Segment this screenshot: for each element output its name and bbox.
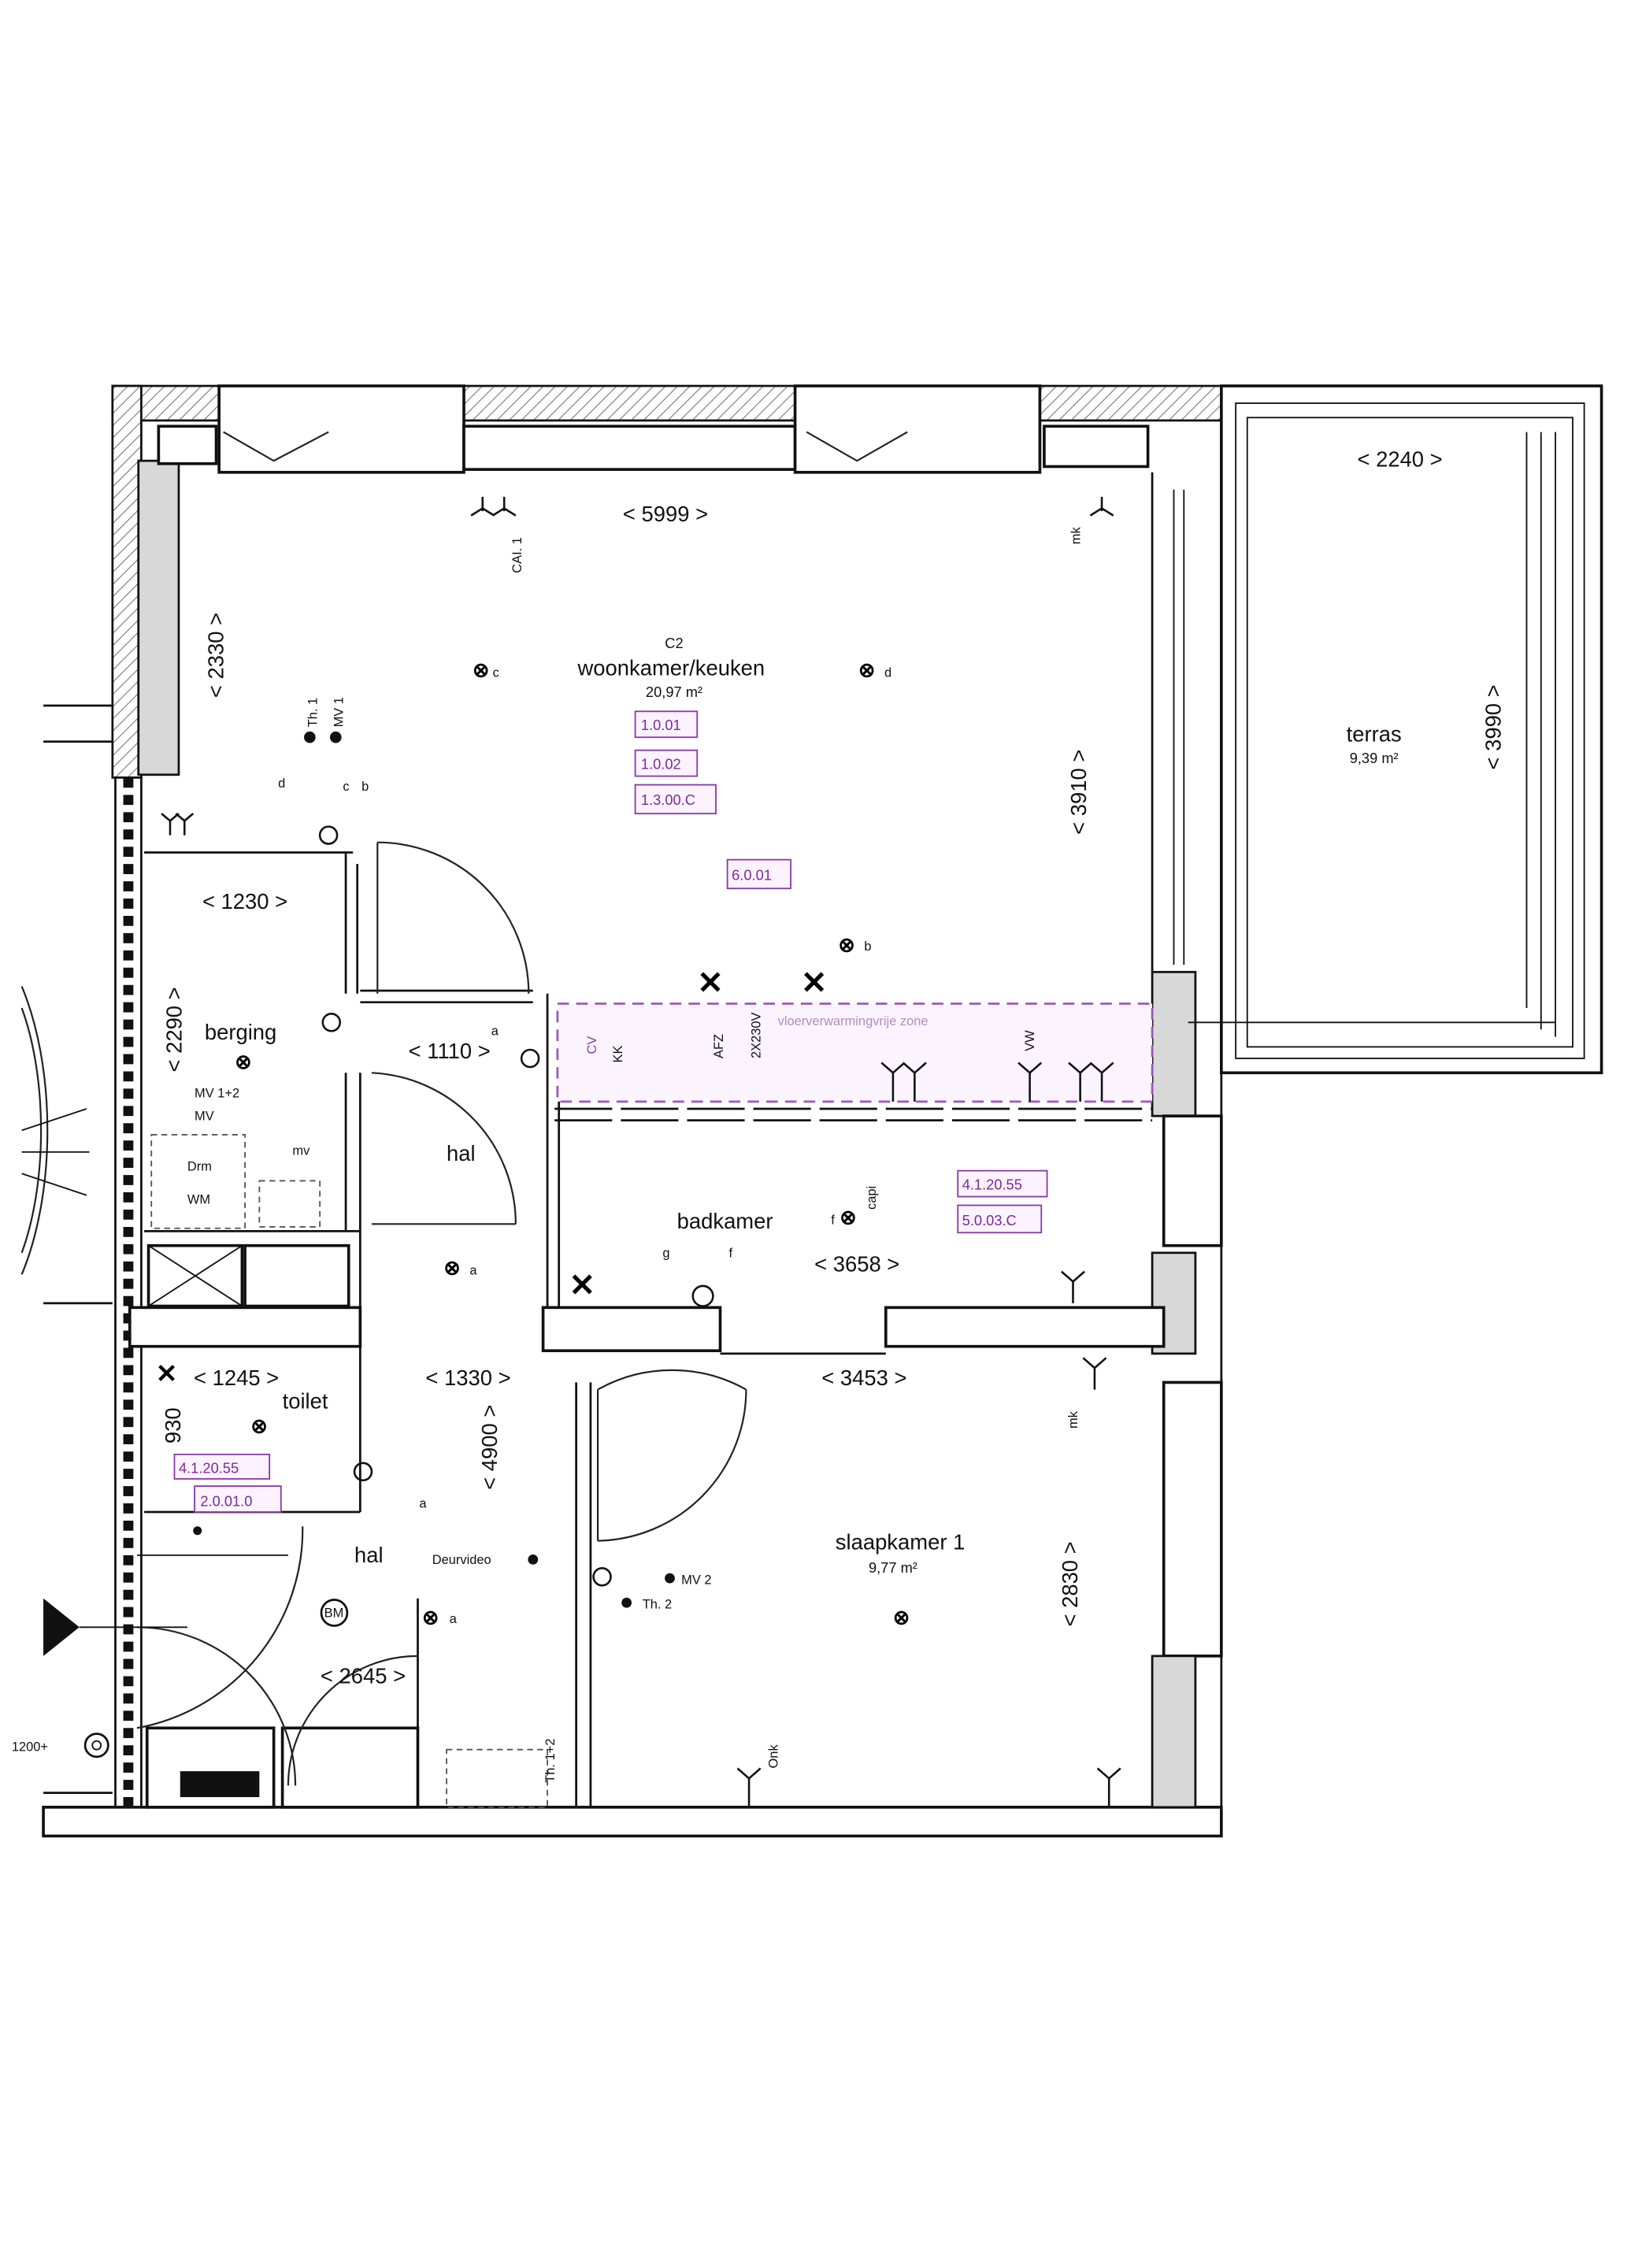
ceiling-light-icon: ⊗ (250, 1415, 267, 1437)
room-area-slaapkamer: 9,77 m² (869, 1559, 917, 1576)
zone-label: vloerverwarmingvrije zone (778, 1014, 928, 1028)
meter-icon (83, 1732, 109, 1758)
dimension: < 2330 > (204, 613, 228, 698)
room-name-berging: berging (205, 1020, 276, 1044)
exterior-walls (42, 384, 1223, 1838)
room-area-woonkamer: 20,97 m² (646, 684, 702, 700)
code-label: 1.0.02 (641, 755, 681, 772)
room-name-badkamer: badkamer (677, 1209, 773, 1233)
doors (20, 431, 908, 1786)
wall-outlet-icons (161, 496, 1121, 1807)
dimension: < 3453 > (821, 1366, 906, 1390)
room-area-terras: 9,39 m² (1350, 750, 1399, 766)
annotation: VW (1023, 1030, 1037, 1051)
dimension: < 3910 > (1066, 750, 1091, 835)
bm-smoke-detector-icon (320, 1599, 349, 1627)
dimension: 930 (161, 1407, 185, 1443)
ceiling-light-icon: ⊗ (893, 1607, 910, 1629)
dimension: < 1245 > (194, 1366, 279, 1390)
annotation: a (469, 1263, 477, 1277)
room-name-hal: hal (354, 1543, 384, 1567)
ceiling-light-icons: ⊗ ⊗ ⊗ ⊗ ⊗ ⊗ ⊗ ⊗ ⊗ ✕ ✕ ✕ ✕ (156, 659, 910, 1629)
annotation: c (493, 665, 499, 680)
ceiling-light-icon: ⊗ (840, 1206, 856, 1228)
dimension: < 3658 > (814, 1252, 899, 1277)
code-label: 1.0.01 (641, 717, 681, 733)
annotation: Th. 1+2 (543, 1739, 558, 1783)
dimension: < 2290 > (162, 987, 187, 1072)
dimension: < 5999 > (623, 502, 708, 526)
dimension: < 3990 > (1481, 684, 1506, 769)
outlet-cross-icon: ✕ (156, 1358, 178, 1388)
outlet-cross-icon: ✕ (801, 965, 828, 1001)
annotation: Deurvideo (432, 1553, 491, 1567)
room-name-slaapkamer: slaapkamer 1 (836, 1530, 966, 1555)
annotation: d (278, 776, 285, 791)
outlet-cross-icon: ✕ (697, 965, 724, 1001)
annotation: g (662, 1246, 669, 1260)
outlet-cross-icon: ✕ (569, 1268, 596, 1303)
room-name-terras: terras (1347, 722, 1402, 747)
dimension: < 2645 > (321, 1664, 406, 1688)
dimension: < 2240 > (1357, 447, 1442, 471)
annotation: mv (292, 1144, 310, 1158)
annotation: mk (1066, 1410, 1080, 1429)
ceiling-light-icon: ⊗ (858, 659, 875, 681)
annotation: MV (195, 1110, 214, 1124)
interior-walls (128, 851, 1166, 1809)
switch-dot-icons (193, 731, 675, 1608)
ceiling-light-icon: ⊗ (443, 1257, 460, 1279)
dimension: < 1110 > (409, 1039, 491, 1063)
annotation: MV 1 (332, 697, 346, 727)
annotation: a (491, 1025, 499, 1039)
annotation: capi (865, 1186, 879, 1210)
room-code: C2 (665, 635, 683, 651)
annotation: d (884, 665, 891, 680)
dimension: < 1230 > (202, 889, 287, 914)
annotation: MV 1+2 (195, 1086, 239, 1100)
heating-free-zone (556, 1002, 1154, 1103)
annotation: Onk (767, 1744, 781, 1769)
annotation: a (419, 1497, 427, 1511)
annotation: b (361, 780, 369, 794)
ceiling-light-icon: ⊗ (235, 1051, 251, 1073)
annotation: 1200+ (12, 1740, 48, 1755)
annotation: AFZ (712, 1034, 726, 1058)
annotation: mk (1069, 527, 1084, 545)
annotation: Drm (187, 1160, 212, 1174)
annotation: MV 2 (681, 1573, 711, 1587)
code-label: 6.0.01 (732, 866, 772, 883)
code-label: 5.0.03.C (962, 1212, 1017, 1228)
dimension: < 4900 > (477, 1405, 502, 1490)
annotation: 2X230V (750, 1012, 764, 1058)
annotation: a (450, 1612, 458, 1626)
annotation: CAI. 1 (510, 537, 524, 573)
terras-balcony (1188, 384, 1603, 1075)
annotation: f (831, 1213, 835, 1227)
annotation: Th. 1 (306, 698, 321, 727)
dimension: < 2830 > (1058, 1541, 1082, 1626)
ceiling-light-icon: ⊗ (422, 1607, 439, 1629)
annotation: KK (611, 1046, 625, 1063)
bm-label: BM (324, 1606, 344, 1620)
room-name-toilet: toilet (283, 1388, 328, 1413)
ceiling-light-icon: ⊗ (838, 935, 854, 957)
annotation: f (728, 1246, 732, 1260)
entrance-arrow-icon (43, 1598, 187, 1656)
room-name-hal: hal (447, 1141, 476, 1166)
annotation: CV (585, 1036, 599, 1054)
dimension: < 1330 > (425, 1366, 510, 1390)
annotation: Th. 2 (643, 1598, 672, 1612)
code-label: 1.3.00.C (641, 791, 695, 808)
code-label: 4.1.20.55 (962, 1176, 1022, 1192)
annotation: c (343, 780, 349, 794)
room-name-woonkamer: woonkamer/keuken (577, 656, 765, 680)
ceiling-light-icon: ⊗ (473, 659, 489, 681)
annotation: WM (187, 1193, 210, 1207)
annotation: b (864, 939, 871, 954)
code-label: 2.0.01.0 (200, 1493, 252, 1510)
code-label: 4.1.20.55 (179, 1460, 239, 1477)
